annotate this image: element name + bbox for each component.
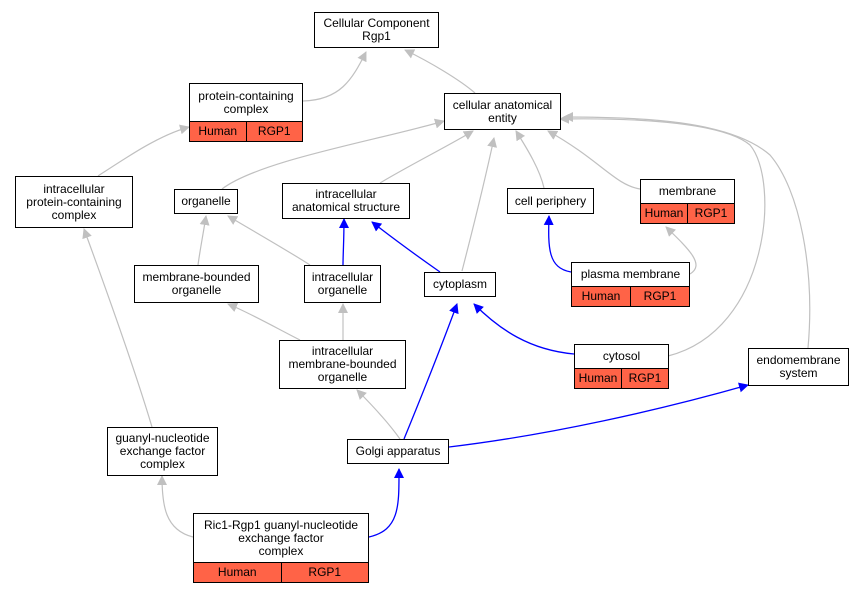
node-plasma-membrane[interactable]: plasma membrane Human RGP1 [571, 262, 690, 307]
node-cell-periphery[interactable]: cell periphery [507, 188, 594, 214]
node-label: endomembrane system [756, 353, 841, 380]
edge-golgi-to-intracellular-mbo [356, 389, 401, 440]
node-label: cell periphery [514, 193, 587, 208]
annotation-species: Human [575, 369, 621, 388]
node-intracellular-organelle[interactable]: intracellular organelle [304, 265, 381, 303]
edge-cytosol-to-cytoplasm [473, 303, 575, 355]
node-label: Golgi apparatus [355, 444, 441, 458]
annotation-species: Human [572, 287, 630, 306]
edge-organelle-to-cellular-anatomical-entity [221, 118, 445, 190]
node-intracellular-protein-containing-complex[interactable]: intracellular protein-containing complex [15, 176, 133, 228]
edge-intracellular-anatomical-structure-to-cellular-anatomical-entity [379, 130, 474, 184]
annotation-gene: RGP1 [687, 204, 734, 223]
annotation-species: Human [190, 122, 246, 141]
annotation-gene: RGP1 [630, 287, 689, 306]
node-label: intracellular organelle [311, 270, 374, 297]
annotation-row: Human RGP1 [194, 562, 368, 582]
node-label: intracellular protein-containing complex [26, 181, 122, 222]
edge-membrane-to-cellular-anatomical-entity [547, 130, 641, 190]
edge-golgi-to-cytoplasm [403, 303, 459, 440]
node-cytoplasm[interactable]: cytoplasm [424, 272, 496, 297]
annotation-row: Human RGP1 [572, 286, 689, 306]
edge-plasma-membrane-to-cell-periphery [543, 215, 572, 273]
node-intracellular-anatomical-structure[interactable]: intracellular anatomical structure [282, 183, 410, 219]
edge-protein-complex-to-root [302, 51, 367, 102]
annotation-row: Human RGP1 [190, 121, 302, 141]
edge-endomembrane-to-cellular-anatomical-entity [563, 112, 811, 349]
annotation-row: Human RGP1 [641, 203, 734, 223]
edge-intracellular-mbo-to-membrane-bounded-organelle [227, 302, 301, 341]
node-organelle[interactable]: organelle [174, 189, 238, 214]
annotation-gene: RGP1 [621, 369, 668, 388]
edge-gef-complex-to-intracellular-protein-complex [82, 228, 153, 428]
node-intracellular-membrane-bounded-organelle[interactable]: intracellular membrane-bounded organelle [279, 340, 406, 389]
node-label: cytoplasm [432, 277, 488, 291]
node-label: membrane [658, 184, 717, 198]
node-label: cytosol [602, 349, 641, 363]
node-label: plasma membrane [580, 267, 681, 281]
annotation-species: Human [641, 204, 687, 223]
node-endomembrane-system[interactable]: endomembrane system [748, 348, 849, 386]
node-golgi-apparatus[interactable]: Golgi apparatus [347, 439, 449, 464]
node-label: membrane-bounded organelle [142, 270, 251, 297]
edge-cytosol-to-cellular-anatomical-entity [559, 113, 766, 357]
node-label: intracellular anatomical structure [291, 187, 401, 214]
edge-intracellular-organelle-to-intracellular-anatomical-structure [338, 218, 349, 266]
annotation-species: Human [194, 563, 281, 582]
node-root[interactable]: Cellular Component Rgp1 [314, 12, 439, 48]
annotation-gene: RGP1 [280, 563, 368, 582]
node-cellular-anatomical-entity[interactable]: cellular anatomical entity [444, 93, 561, 130]
node-label: protein-containing complex [198, 88, 294, 116]
node-label: intracellular membrane-bounded organelle [288, 344, 397, 384]
node-label: Cellular Component Rgp1 [323, 16, 430, 43]
annotation-row: Human RGP1 [575, 368, 668, 388]
node-ric1-rgp1-complex[interactable]: Ric1-Rgp1 guanyl-nucleotide exchange fac… [193, 513, 369, 583]
edge-cell-periphery-to-cellular-anatomical-entity [515, 130, 545, 189]
edge-ric1-rgp1-to-gef-complex [157, 475, 194, 538]
edge-intracellular-organelle-to-organelle [227, 215, 311, 266]
edge-plasma-membrane-to-membrane [665, 226, 697, 275]
node-membrane[interactable]: membrane Human RGP1 [640, 179, 735, 224]
edge-cellular-anatomical-entity-to-root [404, 49, 476, 94]
edge-intracellular-protein-complex-to-protein-complex [97, 124, 190, 177]
node-membrane-bounded-organelle[interactable]: membrane-bounded organelle [134, 265, 259, 303]
edge-cytoplasm-to-intracellular-anatomical-structure [371, 221, 441, 273]
edge-ric1-rgp1-to-golgi [368, 468, 405, 538]
node-protein-containing-complex[interactable]: protein-containing complex Human RGP1 [189, 83, 303, 142]
node-label: guanyl-nucleotide exchange factor comple… [115, 431, 210, 471]
node-label: cellular anatomical entity [452, 97, 553, 125]
node-cytosol[interactable]: cytosol Human RGP1 [574, 344, 669, 389]
edge-cytoplasm-to-cellular-anatomical-entity [461, 137, 498, 272]
node-label: Ric1-Rgp1 guanyl-nucleotide exchange fac… [203, 517, 359, 558]
node-guanyl-nucleotide-exchange-factor-complex[interactable]: guanyl-nucleotide exchange factor comple… [107, 427, 218, 476]
edge-membrane-bounded-organelle-to-organelle [197, 215, 210, 266]
node-label: organelle [181, 194, 231, 208]
edge-golgi-to-endomembrane [448, 382, 749, 448]
annotation-gene: RGP1 [245, 122, 302, 141]
